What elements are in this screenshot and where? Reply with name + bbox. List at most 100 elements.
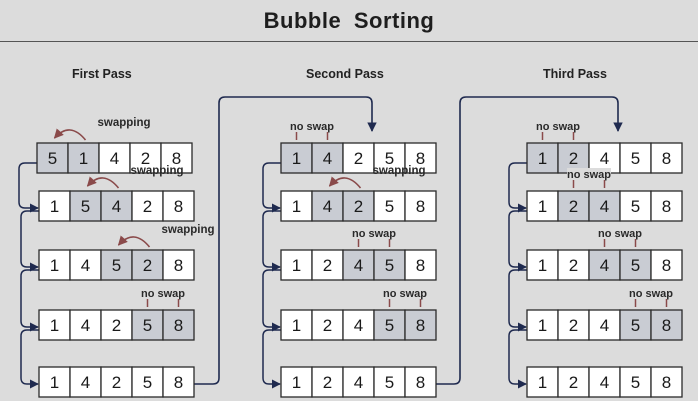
swap-arrow bbox=[53, 128, 87, 141]
no-swap-label-bg bbox=[383, 287, 427, 299]
array-cell bbox=[650, 366, 683, 398]
array-cell-value: 1 bbox=[538, 149, 547, 168]
page-title: Bubble Sorting bbox=[263, 8, 435, 33]
array-cell bbox=[131, 190, 164, 222]
title-divider bbox=[0, 41, 698, 42]
array-cell-value: 4 bbox=[323, 197, 332, 216]
array-cell-value: 5 bbox=[631, 316, 640, 335]
array-cell-value: 1 bbox=[292, 256, 301, 275]
no-swap-label: no swap bbox=[629, 288, 673, 300]
no-swap-label: no swap bbox=[383, 288, 427, 300]
array-cell bbox=[36, 142, 69, 174]
array-cell bbox=[311, 142, 344, 174]
step-connector bbox=[18, 162, 39, 213]
array-cell-value: 2 bbox=[143, 197, 152, 216]
step-connector bbox=[262, 210, 281, 272]
array-cell-value: 4 bbox=[354, 373, 363, 392]
array-cell bbox=[557, 309, 590, 341]
array-cell bbox=[404, 249, 437, 281]
array-cell bbox=[162, 366, 195, 398]
step-connector bbox=[262, 329, 281, 389]
step-connector bbox=[262, 162, 281, 213]
array-cell bbox=[588, 366, 621, 398]
swap-label: swapping bbox=[98, 117, 151, 129]
no-swap-label-bg bbox=[629, 287, 673, 299]
pass-connector bbox=[436, 96, 623, 385]
array-cell-value: 8 bbox=[174, 316, 183, 335]
step-connector bbox=[508, 329, 527, 389]
array-cell-value: 2 bbox=[569, 256, 578, 275]
swap-arrow bbox=[86, 176, 120, 189]
array-cell-value: 4 bbox=[112, 197, 121, 216]
array-cell bbox=[373, 142, 406, 174]
array-cell bbox=[342, 309, 375, 341]
array-cell bbox=[131, 309, 164, 341]
no-swap-label: no swap bbox=[290, 121, 334, 133]
array-cell-value: 2 bbox=[323, 316, 332, 335]
array-cell bbox=[131, 366, 164, 398]
array-cell-value: 2 bbox=[112, 316, 121, 335]
array-cell bbox=[342, 366, 375, 398]
array-cell-value: 8 bbox=[662, 316, 671, 335]
array-cell bbox=[404, 309, 437, 341]
array-cell-value: 2 bbox=[569, 197, 578, 216]
array-cell-value: 8 bbox=[416, 316, 425, 335]
array-cell-value: 2 bbox=[569, 316, 578, 335]
array-cell bbox=[311, 249, 344, 281]
array-cell-value: 5 bbox=[631, 256, 640, 275]
array-cell bbox=[100, 190, 133, 222]
array-cell bbox=[650, 309, 683, 341]
array-cell-value: 5 bbox=[385, 316, 394, 335]
array-cell bbox=[619, 309, 652, 341]
array-cell-value: 8 bbox=[416, 373, 425, 392]
array-cell bbox=[311, 366, 344, 398]
array-cell-value: 4 bbox=[354, 256, 363, 275]
array-cell-value: 8 bbox=[662, 197, 671, 216]
array-cell-value: 5 bbox=[81, 197, 90, 216]
array-cell-value: 2 bbox=[354, 197, 363, 216]
array-cell-value: 5 bbox=[385, 197, 394, 216]
step-connector bbox=[20, 210, 39, 272]
array-cell-value: 1 bbox=[50, 256, 59, 275]
array-cell-value: 1 bbox=[50, 373, 59, 392]
no-swap-label: no swap bbox=[567, 169, 611, 181]
swap-label: swapping bbox=[162, 224, 215, 236]
array-cell-value: 1 bbox=[538, 256, 547, 275]
array-cell-value: 4 bbox=[81, 316, 90, 335]
no-swap-label: no swap bbox=[352, 228, 396, 240]
array-cell-value: 1 bbox=[50, 197, 59, 216]
array-cell-value: 8 bbox=[174, 373, 183, 392]
step-connector bbox=[20, 269, 39, 332]
array-cell bbox=[280, 190, 313, 222]
array-cell-value: 1 bbox=[538, 197, 547, 216]
array-cell-value: 8 bbox=[416, 197, 425, 216]
array-cell bbox=[162, 190, 195, 222]
no-swap-label-bg bbox=[598, 227, 642, 239]
array-cell bbox=[162, 309, 195, 341]
array-cell-value: 8 bbox=[662, 149, 671, 168]
array-cell-value: 5 bbox=[385, 149, 394, 168]
array-cell-value: 4 bbox=[323, 149, 332, 168]
array-cell-value: 8 bbox=[416, 149, 425, 168]
no-swap-label-bg bbox=[290, 120, 334, 132]
array-cell-value: 8 bbox=[174, 256, 183, 275]
swap-label: swapping bbox=[131, 165, 184, 177]
array-cell-value: 1 bbox=[292, 149, 301, 168]
array-cell-value: 5 bbox=[112, 256, 121, 275]
step-connector bbox=[262, 269, 281, 332]
swap-label: swapping bbox=[373, 165, 426, 177]
array-cell-value: 1 bbox=[292, 316, 301, 335]
array-cell bbox=[311, 190, 344, 222]
array-cell-value: 2 bbox=[323, 256, 332, 275]
array-cell-value: 2 bbox=[323, 373, 332, 392]
array-cell bbox=[650, 190, 683, 222]
array-cell-value: 4 bbox=[600, 256, 609, 275]
array-cell-value: 4 bbox=[600, 149, 609, 168]
